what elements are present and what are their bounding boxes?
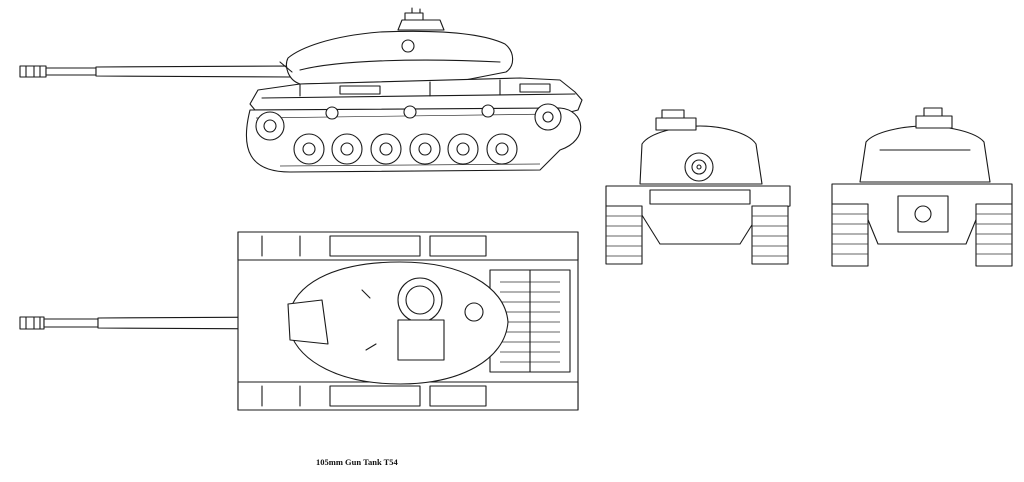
side-return-rollers: [325, 104, 495, 120]
side-gun-barrel: [19, 65, 293, 78]
top-turret: [287, 261, 509, 385]
rear-hull: [831, 183, 1013, 245]
side-view: [19, 7, 583, 173]
front-tracks: [605, 205, 789, 265]
front-turret: [639, 109, 763, 185]
side-road-wheels: [255, 103, 562, 165]
side-turret: [279, 7, 514, 85]
rear-turret: [859, 107, 991, 183]
side-hull: [249, 77, 583, 117]
rear-view: [831, 107, 1013, 267]
rear-tracks: [831, 203, 1013, 267]
top-view: [19, 231, 579, 411]
drawing-caption: 105mm Gun Tank T54: [316, 457, 398, 467]
front-view: [605, 109, 791, 265]
